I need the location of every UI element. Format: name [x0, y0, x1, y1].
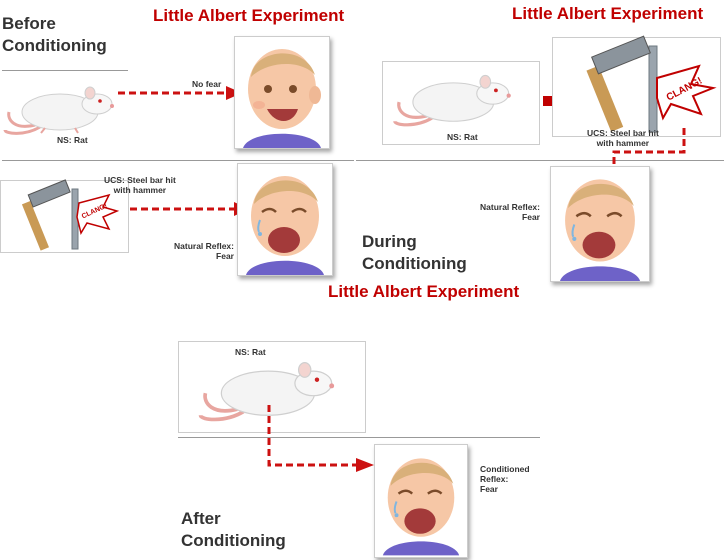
- rat-tail-long: [3, 125, 41, 135]
- rat-feet: [40, 127, 79, 134]
- during-phase-line1: During: [362, 232, 417, 251]
- before-title: Little Albert Experiment: [153, 6, 345, 25]
- no-fear-arrow: [118, 86, 242, 100]
- before-rat-label: NS: Rat: [57, 135, 88, 145]
- ucs-label-1-line1: UCS: Steel bar hit: [104, 175, 176, 185]
- hammer-clang-illustration-1: [21, 179, 120, 251]
- conditioned-reflex-line3: Fear: [480, 484, 498, 494]
- baby-ear: [309, 86, 321, 104]
- ucs-label-2-line2: with hammer: [596, 138, 650, 148]
- baby-smile: [267, 109, 298, 121]
- ucs-label-1-line2: with hammer: [113, 185, 167, 195]
- rat-nose: [110, 104, 114, 108]
- baby-eye-right: [289, 85, 297, 93]
- ucs-label-1: UCS: Steel bar hit with hammer: [104, 175, 176, 195]
- during-rat-label: NS: Rat: [447, 132, 478, 142]
- during-title: Little Albert Experiment: [512, 4, 704, 23]
- natural-reflex-2-line1: Natural Reflex:: [480, 202, 540, 212]
- after-rat-label: NS: Rat: [235, 347, 266, 357]
- no-fear-label: No fear: [192, 79, 222, 89]
- crying-baby-panel-1: [237, 163, 333, 276]
- natural-reflex-1-line1: Natural Reflex:: [174, 241, 234, 251]
- rat-illustration-2: [393, 74, 511, 127]
- ucs-label-2-line1: UCS: Steel bar hit: [587, 128, 659, 138]
- hammer-head: [27, 179, 71, 208]
- ucs-label-2: UCS: Steel bar hit with hammer: [587, 128, 659, 148]
- ucs-arrow-1: [130, 202, 249, 216]
- baby-cheek: [253, 101, 265, 109]
- crying-baby-illustration-1: [246, 176, 324, 275]
- rat-ear: [84, 86, 96, 100]
- natural-reflex-label-2: Natural Reflex: Fear: [470, 202, 540, 222]
- clang-burst: [76, 193, 120, 235]
- hammer-panel-1: CLANG!: [0, 179, 129, 253]
- after-phase-line2: Conditioning: [181, 531, 286, 550]
- after-rat-panel: NS: Rat: [178, 341, 366, 433]
- baby-head: [248, 49, 316, 129]
- natural-reflex-2-line2: Fear: [522, 212, 540, 222]
- crying-baby-illustration-2: [559, 179, 641, 281]
- happy-baby-illustration: [243, 49, 321, 148]
- baby-hair: [251, 53, 315, 77]
- during-divider: [356, 160, 724, 161]
- rat-eye: [98, 99, 102, 103]
- hammer-clang-illustration-2: [586, 35, 717, 133]
- baby-shirt: [243, 133, 321, 148]
- before-phase-line1: Before: [2, 14, 56, 33]
- rat-illustration-1: [3, 86, 114, 135]
- before-phase-label: Before Conditioning: [2, 13, 107, 57]
- conditioned-reflex-line1: Conditioned: [480, 464, 530, 474]
- conditioned-arrow: [267, 405, 374, 472]
- rat-tail: [7, 111, 36, 128]
- during-phase-label: During Conditioning: [362, 231, 467, 275]
- conditioned-reflex-line2: Reflex:: [480, 474, 509, 484]
- crying-baby-panel-3: [374, 444, 468, 558]
- before-bottom-rule: [2, 160, 354, 161]
- crying-baby-illustration-3: [382, 458, 460, 556]
- during-phase-line2: Conditioning: [362, 254, 467, 273]
- hammer-handle: [21, 200, 50, 251]
- after-phase-label: After Conditioning: [181, 508, 286, 552]
- baby-eye-left: [264, 85, 272, 93]
- after-title: Little Albert Experiment: [328, 282, 520, 301]
- natural-reflex-label-1: Natural Reflex: Fear: [168, 241, 234, 261]
- before-phase-line2: Conditioning: [2, 36, 107, 55]
- hammer-panel-2: CLANG!: [552, 35, 721, 137]
- crying-baby-panel-2: [550, 166, 650, 282]
- happy-baby-panel: [234, 36, 330, 149]
- after-divider: [178, 437, 540, 438]
- before-top-rule: [2, 70, 128, 71]
- during-rat-panel: NS: Rat: [382, 61, 540, 145]
- after-phase-line1: After: [181, 509, 221, 528]
- conditioned-reflex-label: Conditioned Reflex: Fear: [480, 464, 530, 494]
- natural-reflex-1-line2: Fear: [216, 251, 234, 261]
- rat-illustration-3: [198, 361, 335, 422]
